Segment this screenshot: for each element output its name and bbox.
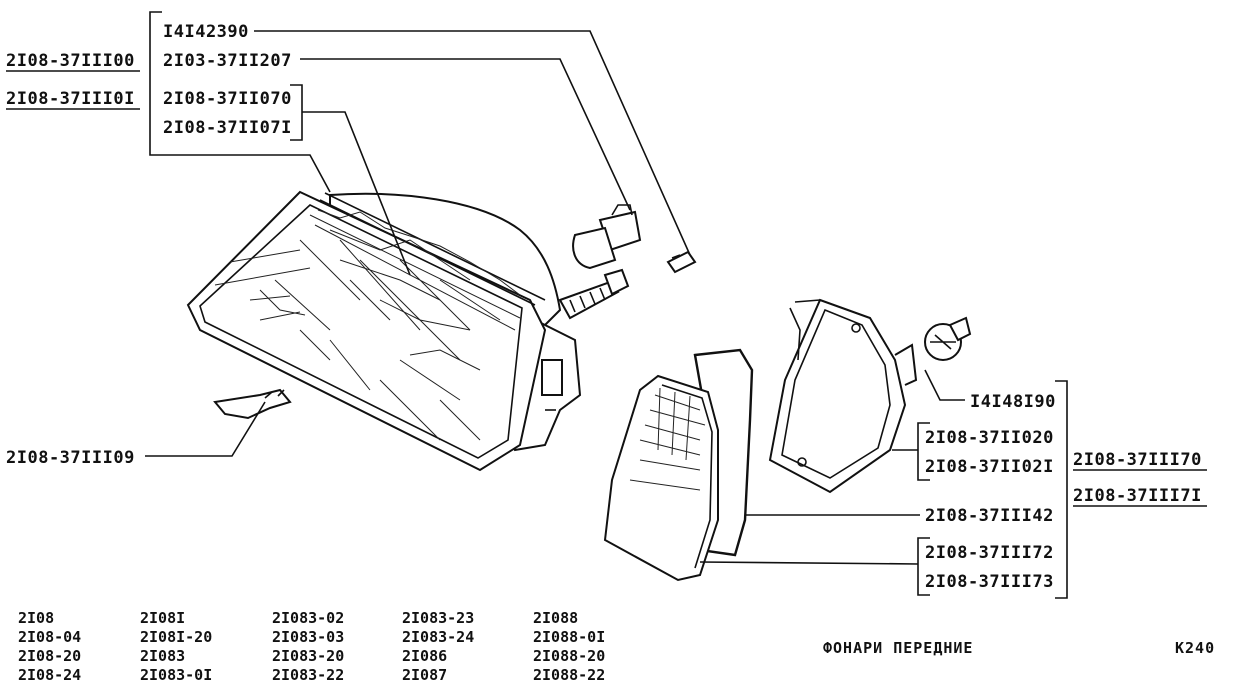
model-item: 2I08-24 <box>18 666 81 684</box>
callout-side-body-a: 2I08-37II020 <box>925 428 1054 448</box>
callout-side-assembly-a: 2I08-37III70 <box>1073 450 1202 470</box>
parking-bulb-icon <box>666 250 697 274</box>
model-item: 2I088-20 <box>533 647 605 665</box>
headlamp-bracket <box>213 388 292 420</box>
callout-side-lens-b: 2I08-37III73 <box>925 572 1054 592</box>
callout-side-lens-a: 2I08-37III72 <box>925 543 1054 563</box>
side-bulb-icon <box>924 316 972 361</box>
model-item: 2I083-23 <box>402 609 474 627</box>
callout-lens-b: 2I08-37II07I <box>163 118 292 138</box>
callout-side-body-b: 2I08-37II02I <box>925 457 1054 477</box>
model-item: 2I08I <box>140 609 185 627</box>
model-item: 2I083-03 <box>272 628 344 646</box>
headlamp-bulb-icon <box>572 204 642 270</box>
callout-bulb: 2I03-37II207 <box>163 51 292 71</box>
model-item: 2I088 <box>533 609 578 627</box>
model-item: 2I083-22 <box>272 666 344 684</box>
callout-headlamp-assembly-b: 2I08-37III0I <box>6 89 135 109</box>
side-lamp-lens <box>603 374 719 582</box>
model-item: 2I088-0I <box>533 628 605 646</box>
headlamp-adjuster-screw <box>558 268 630 320</box>
headlamp-housing <box>186 190 582 472</box>
model-item: 2I083-02 <box>272 609 344 627</box>
diagram-code: К240 <box>1175 639 1215 657</box>
callout-side-assembly-b: 2I08-37III7I <box>1073 486 1202 506</box>
model-item: 2I087 <box>402 666 447 684</box>
model-item: 2I083 <box>140 647 185 665</box>
side-lamp-body <box>768 298 918 494</box>
model-item: 2I08I-20 <box>140 628 212 646</box>
model-item: 2I088-22 <box>533 666 605 684</box>
model-item: 2I083-0I <box>140 666 212 684</box>
headlamp-lens-pattern <box>214 209 521 441</box>
callout-bracket: 2I08-37III09 <box>6 448 135 468</box>
model-item: 2I083-20 <box>272 647 344 665</box>
diagram-title: ФОНАРИ ПЕРЕДНИЕ <box>823 639 973 657</box>
callout-leaders <box>145 11 1068 599</box>
model-item: 2I083-24 <box>402 628 474 646</box>
model-list: 2I08 2I08-04 2I08-20 2I08-24 2I08I 2I08I… <box>18 609 605 684</box>
callout-bulb-socket: I4I42390 <box>163 22 249 42</box>
model-item: 2I08-20 <box>18 647 81 665</box>
model-item: 2I08-04 <box>18 628 81 646</box>
model-item: 2I086 <box>402 647 447 665</box>
callout-side-bulb: I4I48I90 <box>970 392 1056 412</box>
callout-headlamp-assembly-a: 2I08-37III00 <box>6 51 135 71</box>
callout-gasket: 2I08-37III42 <box>925 506 1054 526</box>
model-item: 2I08 <box>18 609 54 627</box>
callout-lens-a: 2I08-37II070 <box>163 89 292 109</box>
